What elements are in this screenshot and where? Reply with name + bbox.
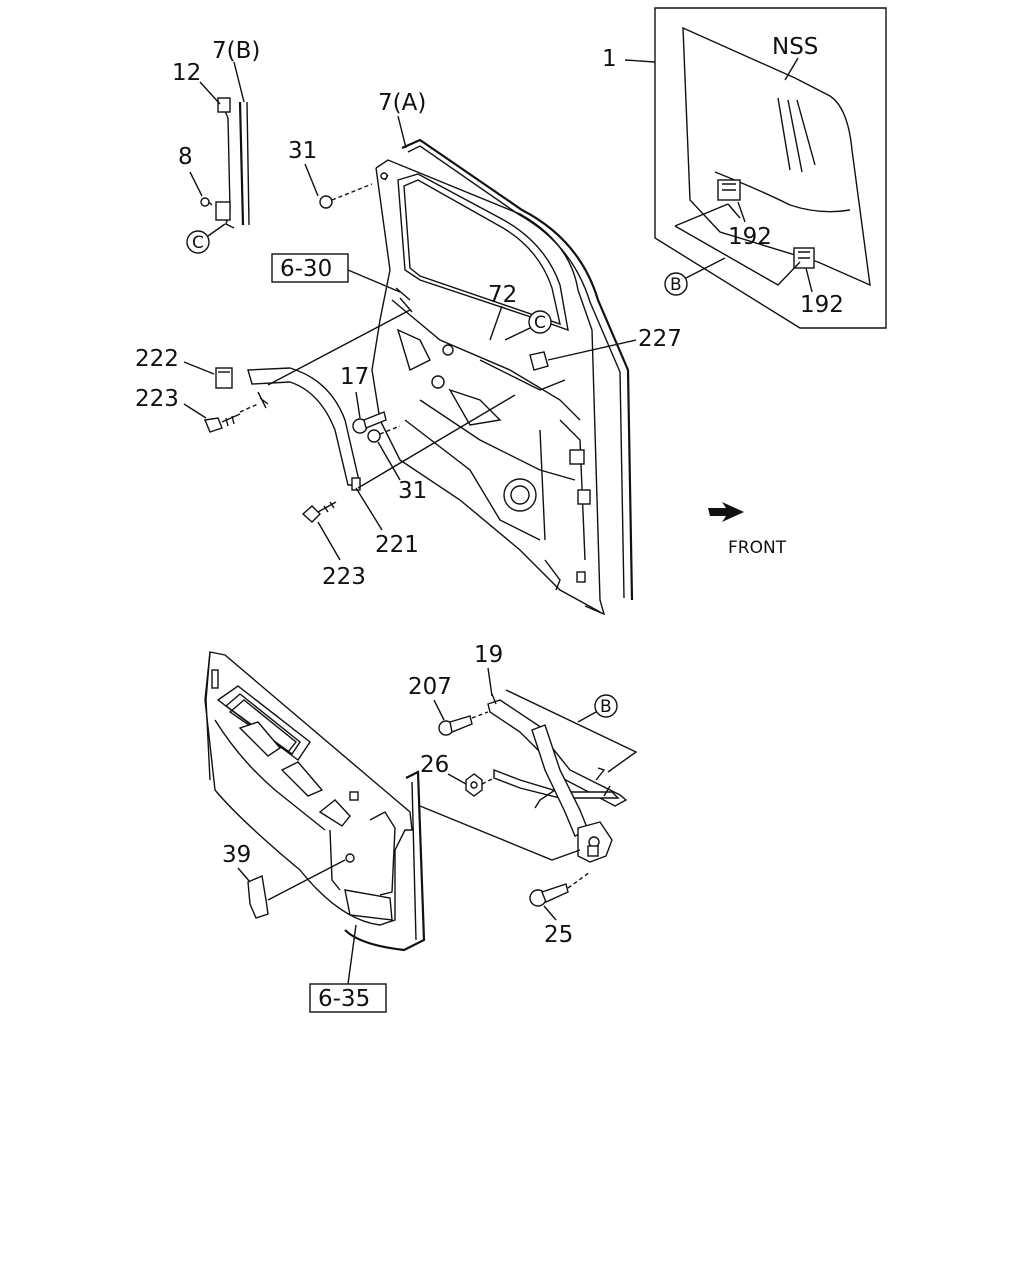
screw-223-upper — [204, 413, 241, 433]
callout-c-right: C — [528, 310, 552, 334]
callout-12: 12 — [172, 60, 201, 86]
callout-25: 25 — [544, 922, 573, 948]
clip-192-upper — [717, 179, 741, 201]
callout-31-upper: 31 — [288, 138, 317, 164]
screw-31-upper — [319, 183, 373, 209]
svg-text:C: C — [192, 233, 204, 253]
callout-7b: 7(B) — [212, 38, 260, 64]
callout-19: 19 — [474, 642, 503, 668]
callout-223-upper: 223 — [135, 386, 179, 412]
callout-nss: NSS — [772, 34, 818, 60]
callout-7a: 7(A) — [378, 90, 426, 116]
arm-rest-221 — [239, 309, 516, 491]
glass-inset — [654, 7, 887, 329]
front-label: FRONT — [728, 538, 787, 558]
clip-39 — [247, 875, 269, 919]
door-trim-panel — [204, 651, 426, 952]
callout-17: 17 — [340, 364, 369, 390]
bolt-207 — [438, 711, 489, 736]
nut-26 — [465, 773, 495, 797]
callout-c-left: C — [186, 230, 210, 254]
screw-31-lower — [367, 425, 401, 443]
callout-b-top: B — [664, 272, 688, 296]
svg-text:C: C — [534, 313, 546, 333]
run-channel-7b — [200, 97, 250, 229]
screw-223-lower — [301, 501, 337, 523]
callout-31-lower: 31 — [398, 478, 427, 504]
callout-39: 39 — [222, 842, 251, 868]
callout-b-mid: B — [594, 694, 618, 718]
svg-text:6-35: 6-35 — [318, 986, 370, 1012]
window-regulator — [487, 693, 628, 863]
callout-227: 227 — [638, 326, 682, 352]
bolt-25 — [529, 871, 591, 907]
callout-221: 221 — [375, 532, 419, 558]
callout-8: 8 — [178, 144, 193, 170]
bolt-17 — [352, 411, 387, 434]
callout-72: 72 — [488, 282, 517, 308]
callout-222: 222 — [135, 346, 179, 372]
callout-207: 207 — [408, 674, 452, 700]
svg-text:B: B — [670, 275, 682, 295]
front-arrow-icon — [708, 502, 744, 522]
callout-192-lower: 192 — [800, 292, 844, 318]
svg-text:B: B — [600, 697, 612, 717]
door-inner-panel — [371, 138, 634, 616]
ref-6-30: 6-30 — [271, 253, 349, 283]
callout-26: 26 — [420, 752, 449, 778]
ref-6-35: 6-35 — [309, 983, 387, 1013]
callout-223-lower: 223 — [322, 564, 366, 590]
svg-text:6-30: 6-30 — [280, 256, 332, 282]
callout-192-upper: 192 — [728, 224, 772, 250]
callout-1: 1 — [602, 46, 617, 72]
cap-222 — [215, 367, 233, 389]
